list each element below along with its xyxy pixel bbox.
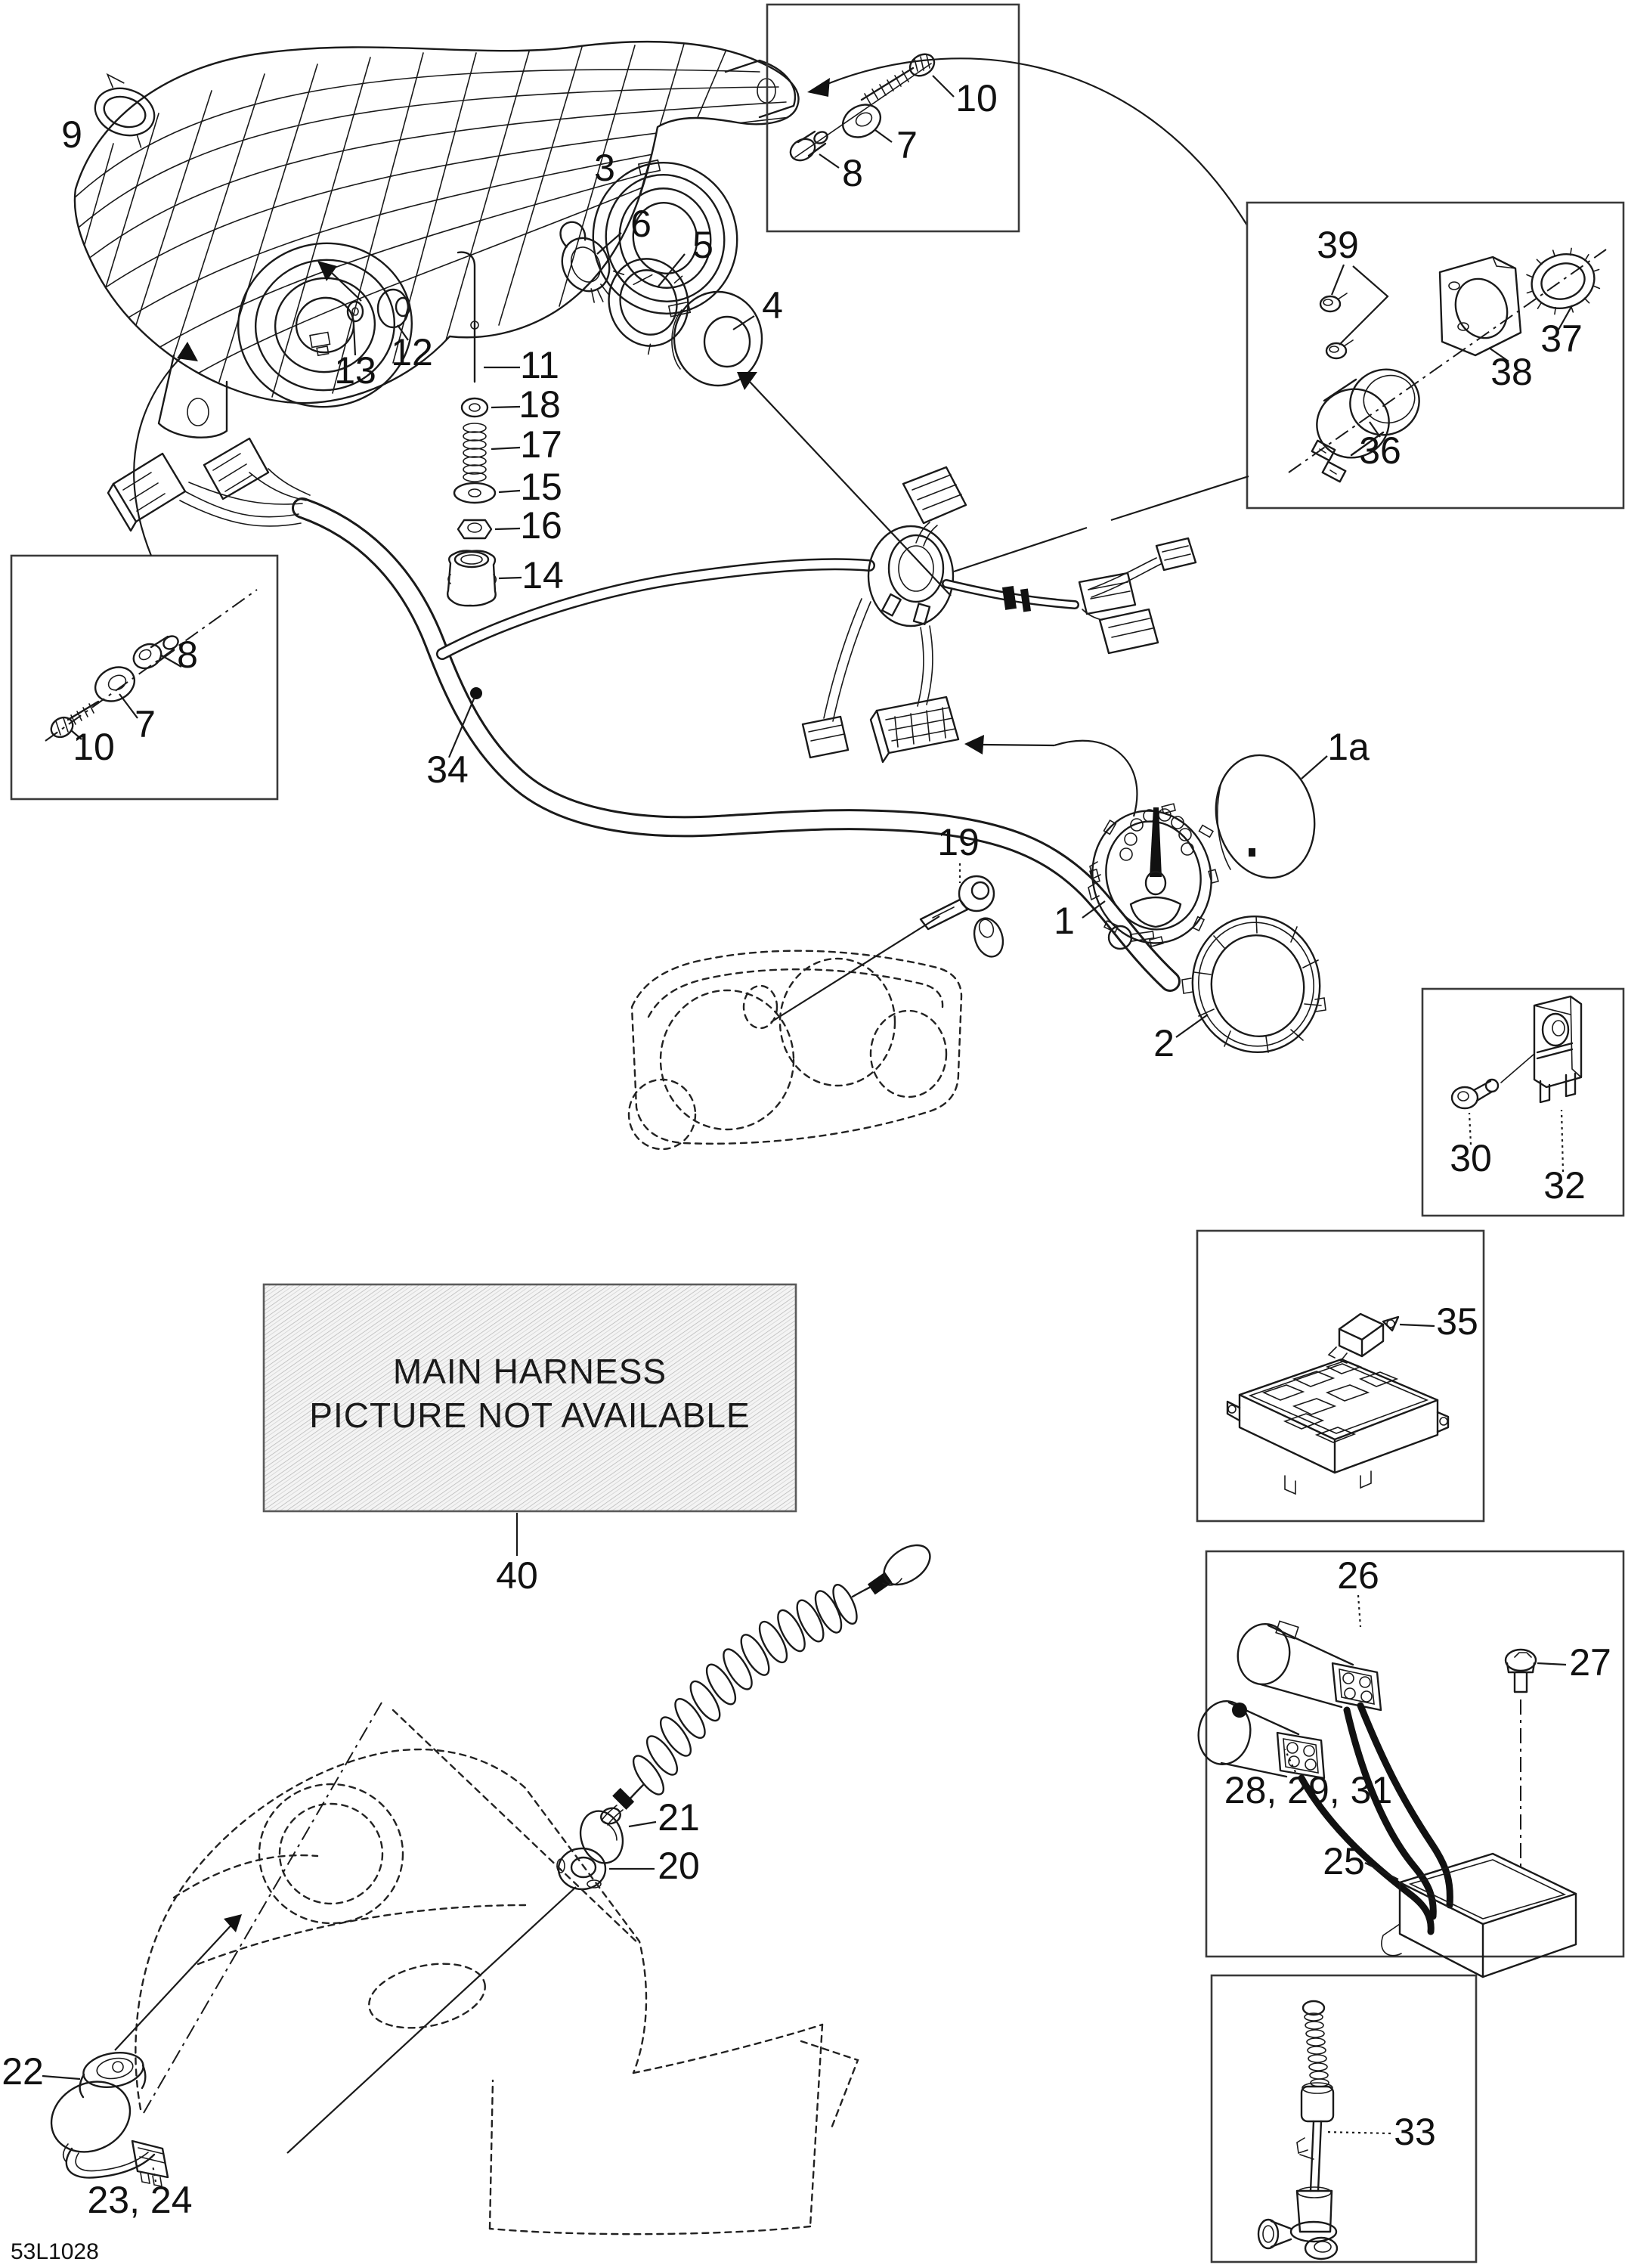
- callout-8-left: 8: [177, 634, 198, 676]
- module-drawing: [1381, 1852, 1577, 1978]
- clamp-drawing: [94, 73, 156, 148]
- inset-box-fusebox: [1196, 1229, 1485, 1523]
- clip-bracket-drawing: [1533, 995, 1583, 1104]
- relay-drawing: [1327, 1312, 1400, 1364]
- callout-40: 40: [496, 1554, 538, 1597]
- callout-labels: 9 3 6 5 4 13 12 11 18 17 15 16 14 10 7 8…: [2, 77, 1611, 2264]
- washer-drawing: [841, 104, 882, 138]
- callout-19: 19: [937, 821, 980, 863]
- callout-26: 26: [1337, 1554, 1379, 1597]
- callout-32: 32: [1543, 1164, 1586, 1207]
- console-outline-drawing: [114, 1702, 859, 2235]
- switch-bracket-drawing: [1438, 256, 1522, 357]
- wiring-harness-drawing: [107, 437, 1197, 992]
- note-line1: MAIN HARNESS: [393, 1352, 667, 1391]
- harness-connector: [1078, 572, 1159, 655]
- harness-connector: [801, 696, 960, 764]
- screw-drawing: [50, 700, 100, 739]
- callout-38: 38: [1490, 351, 1533, 393]
- figure-code: 53L1028: [11, 2239, 99, 2264]
- washer-drawing: [94, 666, 135, 702]
- note-line2: PICTURE NOT AVAILABLE: [309, 1396, 750, 1435]
- bulb-parts-drawing: [559, 221, 952, 596]
- callout-20: 20: [658, 1845, 700, 1887]
- tether-cap-drawing: [579, 1807, 624, 1864]
- callout-34: 34: [426, 748, 469, 791]
- bolt-drawing: [789, 130, 828, 162]
- callout-39: 39: [1317, 224, 1359, 266]
- callout-12: 12: [391, 331, 433, 373]
- callout-14: 14: [522, 554, 564, 596]
- callout-9: 9: [61, 113, 82, 156]
- gauge-bezel-drawing: [1181, 915, 1326, 1054]
- callout-22: 22: [2, 2050, 44, 2093]
- callout-33: 33: [1394, 2111, 1436, 2153]
- gauge-drawing: [1088, 803, 1219, 950]
- bulb-socket-drawing: [867, 525, 955, 627]
- inset-box-fuel-sender: [1210, 1974, 1478, 2263]
- callout-4: 4: [762, 284, 783, 327]
- callout-25: 25: [1323, 1840, 1365, 1882]
- callout-2: 2: [1153, 1022, 1175, 1064]
- callout-27: 27: [1569, 1641, 1611, 1684]
- screw-drawing: [1450, 1078, 1500, 1110]
- inset-box-solenoids: [1197, 1550, 1625, 1978]
- callout-7-top: 7: [896, 124, 918, 166]
- inset-box-screws-left: [10, 554, 279, 801]
- harness-connector: [902, 466, 967, 547]
- inset-box-screws-top: [766, 3, 1020, 233]
- ignition-switch-drawing: [1311, 368, 1420, 483]
- callout-18: 18: [518, 383, 561, 426]
- harness-connector: [1088, 537, 1197, 598]
- cluster-outline-drawing: [627, 950, 963, 1151]
- callout-13: 13: [334, 349, 376, 392]
- bolt-drawing: [132, 635, 179, 670]
- callout-6: 6: [630, 203, 652, 245]
- callout-36: 36: [1359, 429, 1401, 472]
- headlight-mount-bracket: [157, 354, 228, 438]
- callout-7-left: 7: [135, 703, 156, 745]
- key-drawing: [919, 875, 1004, 958]
- callout-28-29-31: 28, 29, 31: [1224, 1769, 1392, 1811]
- switch-screw-drawing: [1319, 293, 1354, 360]
- screw-drawing: [860, 53, 936, 105]
- tether-ring-drawing: [556, 1847, 607, 1891]
- callout-8-top: 8: [842, 152, 863, 194]
- callout-16: 16: [520, 504, 562, 547]
- dess-switch-drawing: [42, 2052, 169, 2188]
- fuel-sender-drawing: [1257, 2000, 1339, 2260]
- callout-10-top: 10: [955, 77, 998, 119]
- callout-11: 11: [520, 344, 559, 386]
- callout-21: 21: [658, 1796, 700, 1839]
- fusebox-drawing: [1226, 1358, 1450, 1495]
- inset-box-sensor-bracket: [1421, 987, 1625, 1217]
- callout-35: 35: [1436, 1300, 1478, 1343]
- inset-box-ignition-switch: [1246, 201, 1625, 510]
- adjuster-parts-drawing: [317, 251, 522, 607]
- harness-connector: [107, 437, 270, 532]
- headlight-front-lens: [237, 242, 413, 408]
- callout-5: 5: [692, 224, 713, 266]
- callout-10-left: 10: [73, 726, 115, 768]
- callout-15: 15: [520, 466, 562, 508]
- knurled-nut-drawing: [1526, 247, 1601, 315]
- solenoid-drawing: [1197, 1700, 1326, 1780]
- callout-3: 3: [594, 147, 615, 189]
- callout-17: 17: [520, 423, 562, 466]
- callout-1: 1: [1054, 900, 1075, 942]
- callout-1a: 1a: [1327, 726, 1370, 768]
- gauge-decal-drawing: [1215, 754, 1316, 879]
- solenoid-drawing: [1237, 1620, 1382, 1712]
- tether-cord-drawing: [286, 1544, 931, 2154]
- callout-30: 30: [1450, 1137, 1492, 1179]
- headlight-assembly-drawing: [73, 40, 800, 438]
- harness-connector: [131, 2139, 169, 2188]
- main-harness-note-box: MAIN HARNESS PICTURE NOT AVAILABLE: [262, 1283, 797, 1556]
- screw-drawing: [1504, 1648, 1537, 1693]
- headlight-wireframe: [74, 43, 791, 398]
- callout-37: 37: [1540, 318, 1583, 360]
- callout-23-24: 23, 24: [87, 2179, 192, 2221]
- headlight-top-bracket: [724, 59, 796, 119]
